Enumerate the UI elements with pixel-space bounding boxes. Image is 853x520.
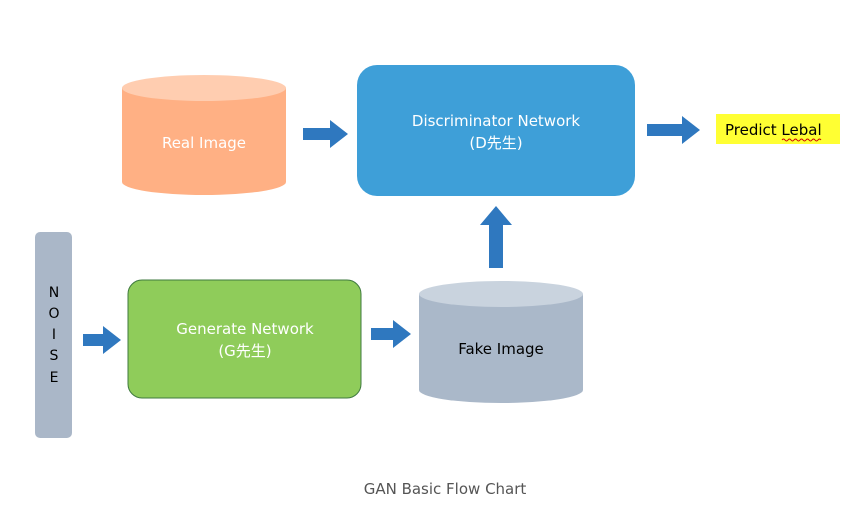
spellcheck-underline [781, 138, 822, 142]
fake-image-cylinder-top [419, 281, 583, 307]
generate-network-box: Generate Network (G先生) [127, 279, 362, 399]
arrow-real-to-discriminator [303, 120, 348, 148]
noise-letter: O [48, 306, 59, 322]
arrow-fake-to-discriminator [480, 206, 512, 268]
generate-network-label: Generate Network [176, 320, 314, 338]
fake-image-cylinder-body [419, 294, 583, 403]
discriminator-network-box: Discriminator Network (D先生) [357, 65, 635, 196]
noise-letter: N [49, 285, 59, 301]
discriminator-network-label: Discriminator Network [412, 112, 581, 130]
noise-letter: E [50, 370, 59, 386]
noise-bar: N O I S E [35, 232, 72, 438]
arrow-noise-to-generator [83, 326, 121, 354]
arrow-generator-to-fake [371, 320, 411, 348]
discriminator-network-shape [357, 65, 635, 196]
predict-label-box: Predict Lebal [716, 114, 840, 144]
fake-image-cylinder: Fake Image [419, 281, 583, 403]
real-image-label: Real Image [162, 134, 246, 152]
real-image-cylinder-body [122, 88, 286, 195]
real-image-cylinder-top [122, 75, 286, 101]
generate-network-sublabel: (G先生) [218, 342, 271, 360]
arrow-discriminator-to-predict [647, 116, 700, 144]
noise-letter: S [50, 348, 59, 364]
noise-bar-shape [35, 232, 72, 438]
predict-label-text: Predict Lebal [725, 121, 822, 139]
discriminator-network-sublabel: (D先生) [469, 134, 522, 152]
generate-network-shape [127, 279, 362, 399]
noise-letter: I [52, 327, 56, 343]
fake-image-label: Fake Image [458, 340, 544, 358]
chart-caption: GAN Basic Flow Chart [364, 480, 527, 498]
real-image-cylinder: Real Image [122, 75, 286, 195]
